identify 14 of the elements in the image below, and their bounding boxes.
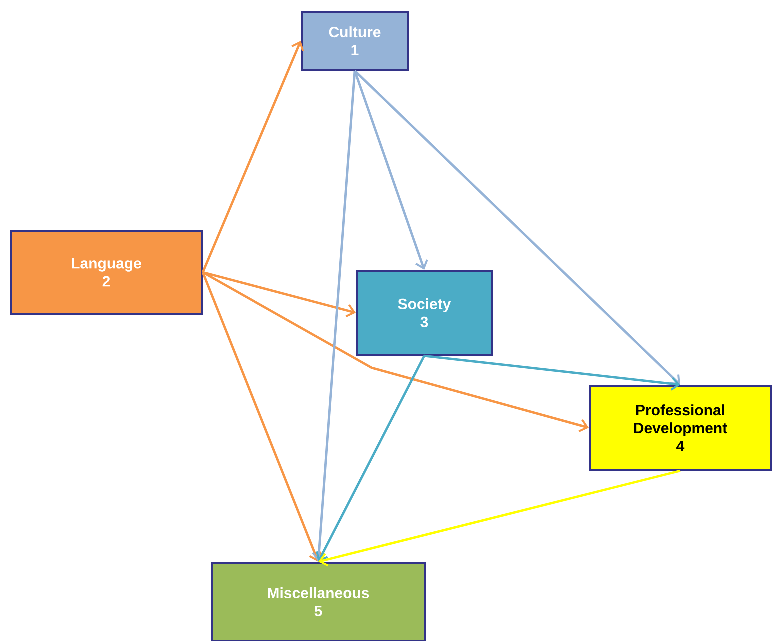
arrow (354, 70, 680, 385)
arrow (202, 271, 589, 432)
arrow (318, 470, 681, 567)
concept-box: Miscellaneous 5 (211, 562, 426, 641)
arrow (424, 354, 680, 391)
arrow (316, 355, 426, 562)
concept-box: Society 3 (356, 270, 493, 356)
concept-box: Language 2 (10, 230, 203, 315)
arrow (312, 70, 356, 562)
arrow (202, 41, 304, 273)
arrow (202, 272, 322, 562)
concept-box: Culture 1 (301, 11, 409, 71)
concept-box: Professional Development 4 (589, 385, 772, 471)
arrow (202, 271, 356, 318)
